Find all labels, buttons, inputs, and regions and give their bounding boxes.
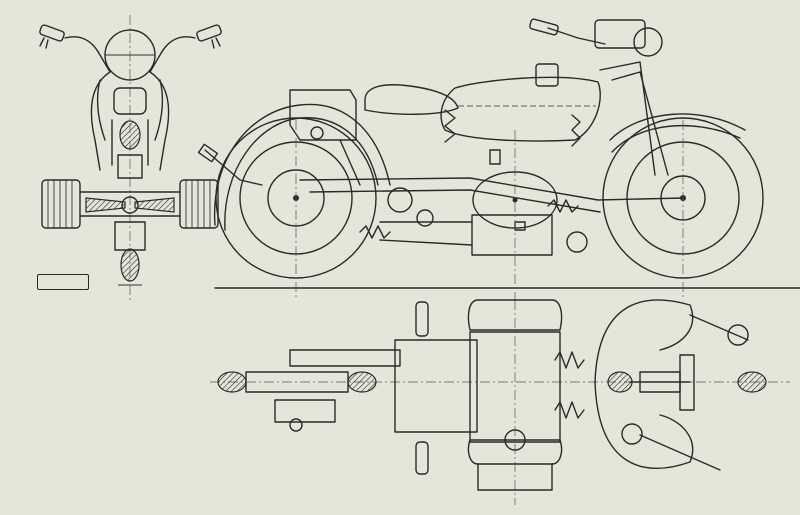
top-view xyxy=(210,299,790,505)
front-view xyxy=(39,15,222,300)
side-view xyxy=(197,18,800,300)
drawing-reference-label xyxy=(37,274,89,290)
